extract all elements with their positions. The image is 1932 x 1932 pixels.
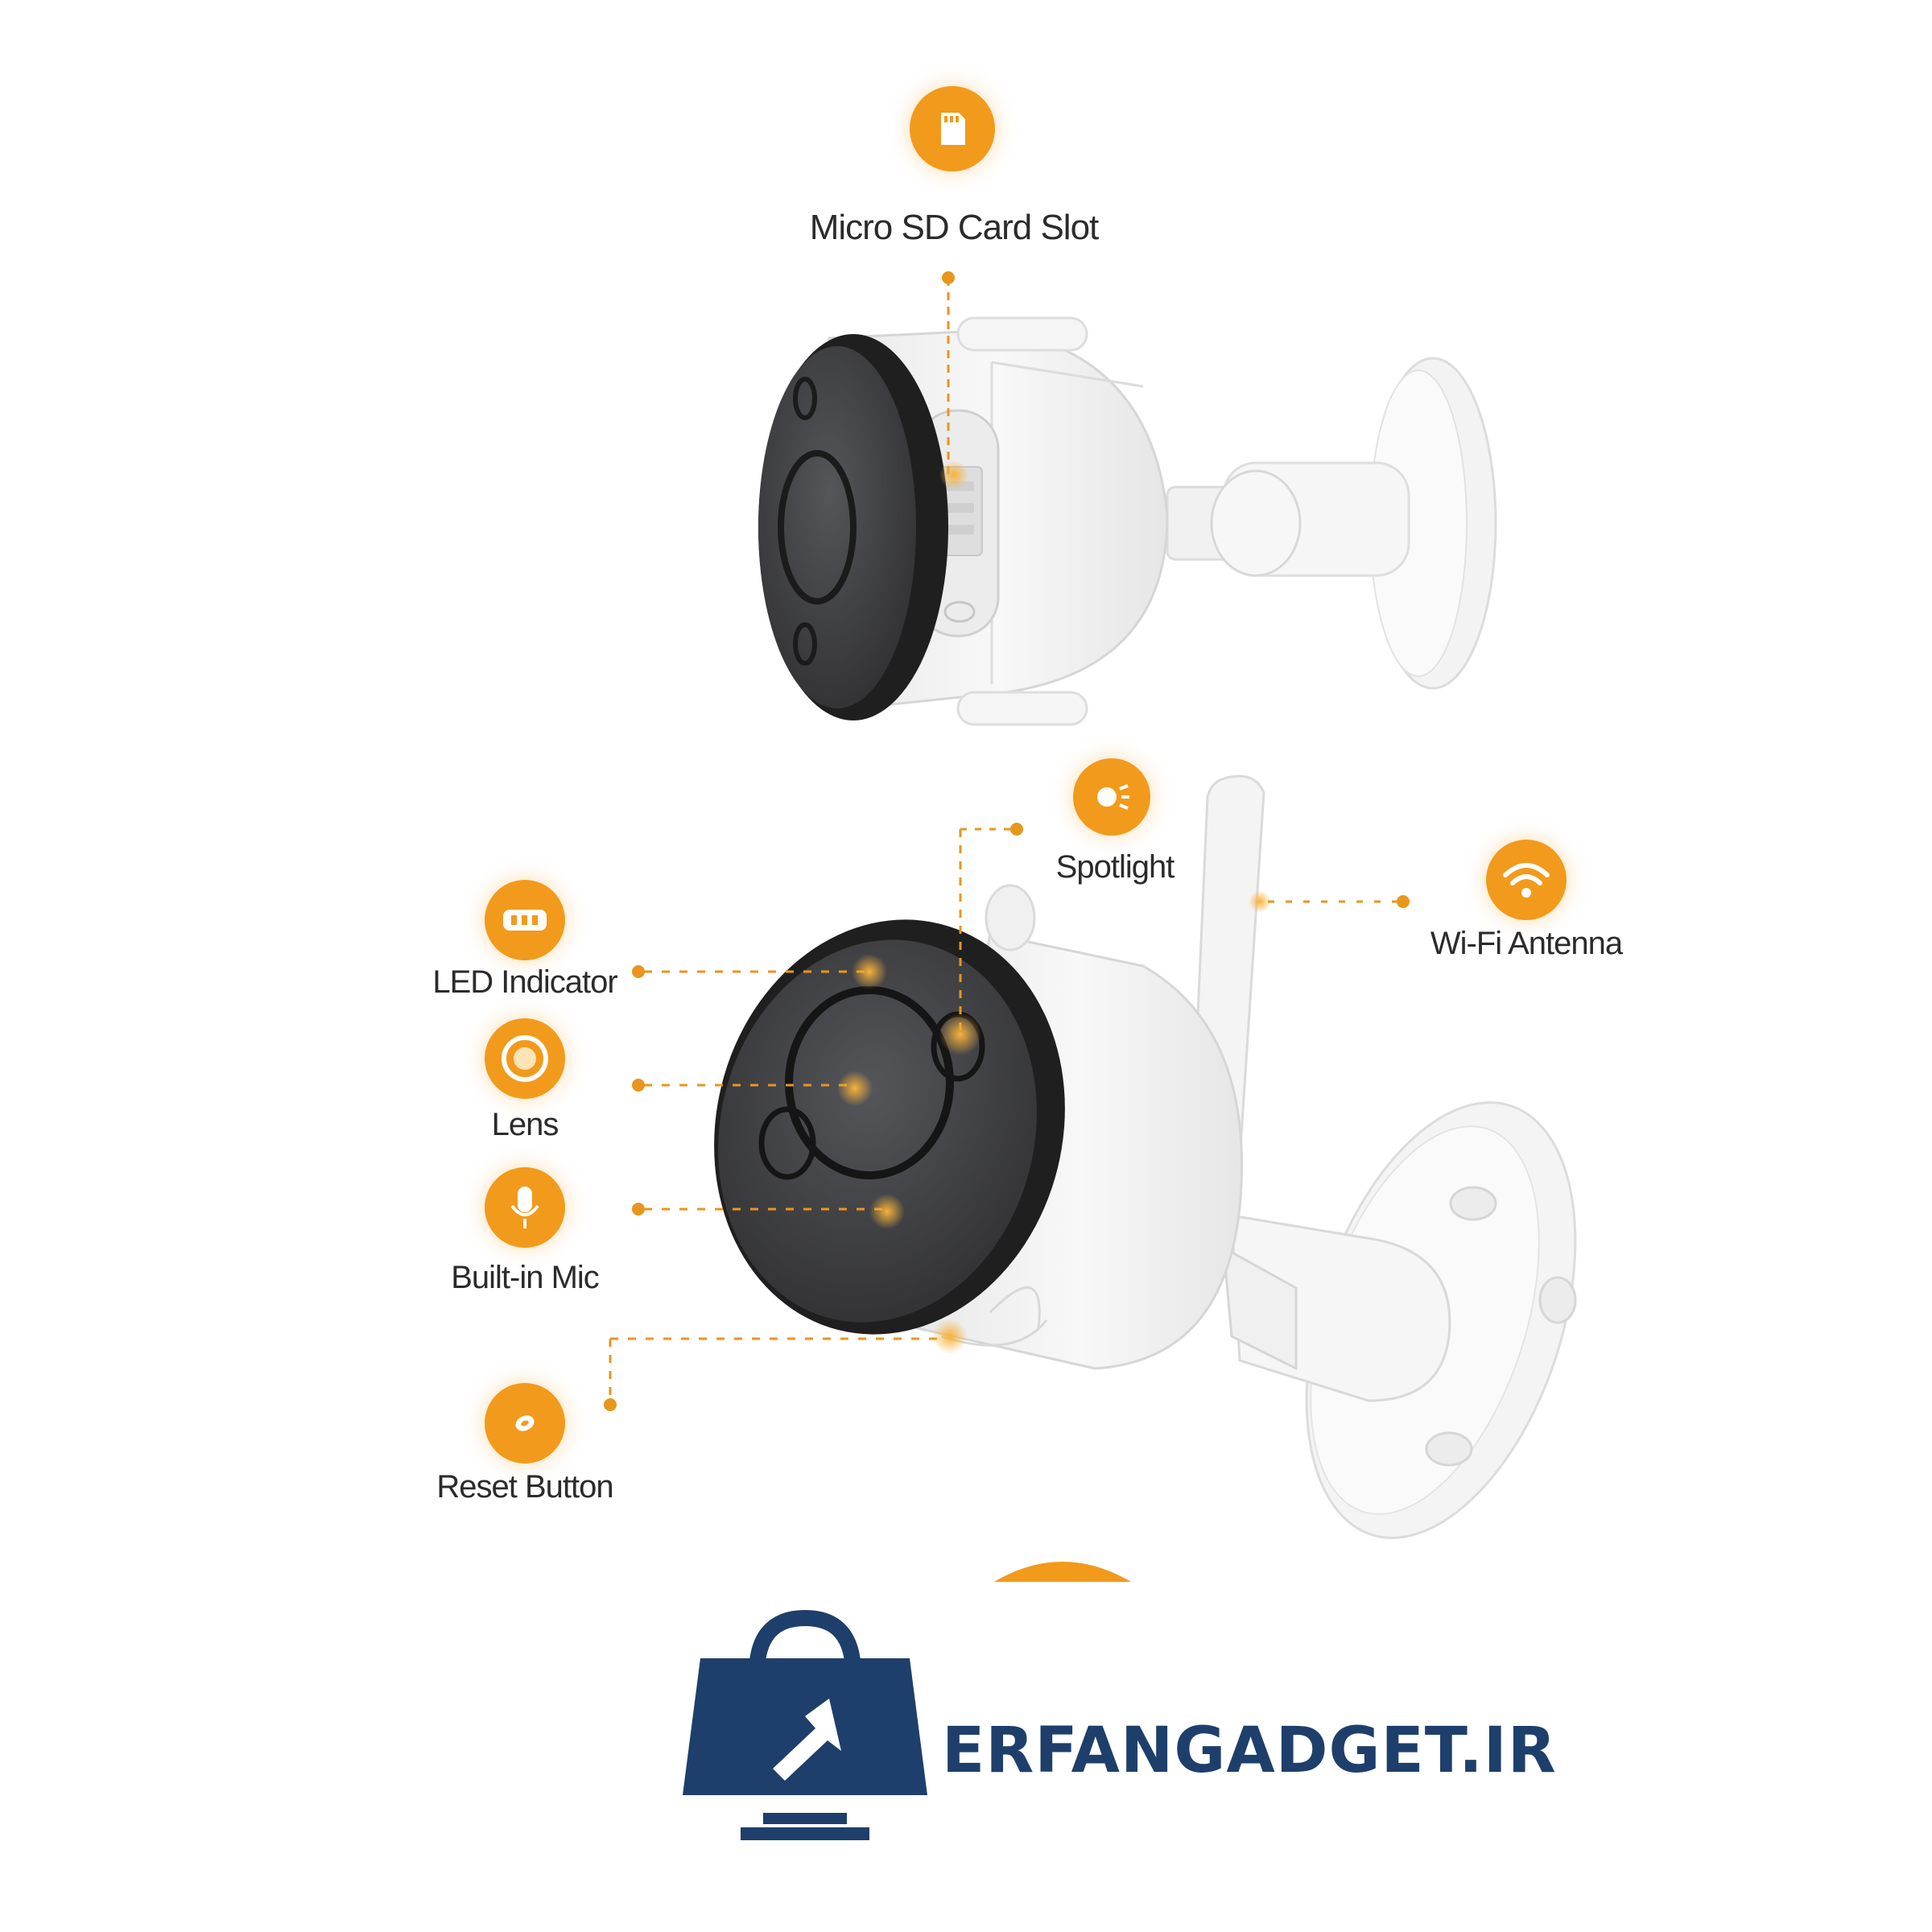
reset-leader-line [604,1319,968,1411]
sd-card-icon [910,86,995,171]
lens-icon [485,1018,565,1099]
wifi-leader-line [1249,890,1410,913]
top-camera-face [758,334,948,720]
spotlight-leader-line [939,823,1023,1055]
mic-leader-line [632,1194,905,1229]
microphone-icon [485,1167,565,1248]
sd-card-label: Micro SD Card Slot [809,208,1100,247]
bottom-wall-mount [1222,1101,1577,1539]
wifi-label: Wi-Fi Antenna [1430,926,1623,961]
reset-label: Reset Button [436,1469,613,1505]
led-label: LED Indicator [432,964,617,1000]
spotlight-icon [1073,758,1150,836]
shopping-bag-cursor-logo [683,1610,927,1840]
lens-label: Lens [491,1107,559,1142]
spotlight-label: Spotlight [1055,849,1175,885]
led-leader-line [632,954,887,989]
orange-accent-arc [994,1562,1131,1582]
led-icon [485,880,565,960]
mic-label: Built-in Mic [451,1260,600,1295]
reset-button-icon [485,1383,565,1463]
top-wall-mount [1166,357,1497,690]
lens-leader-line [632,1071,873,1106]
wifi-icon [1486,840,1567,920]
sd-card-leader-line [939,271,968,489]
brand-name: ERFANGADGET.IR [942,1715,1557,1787]
